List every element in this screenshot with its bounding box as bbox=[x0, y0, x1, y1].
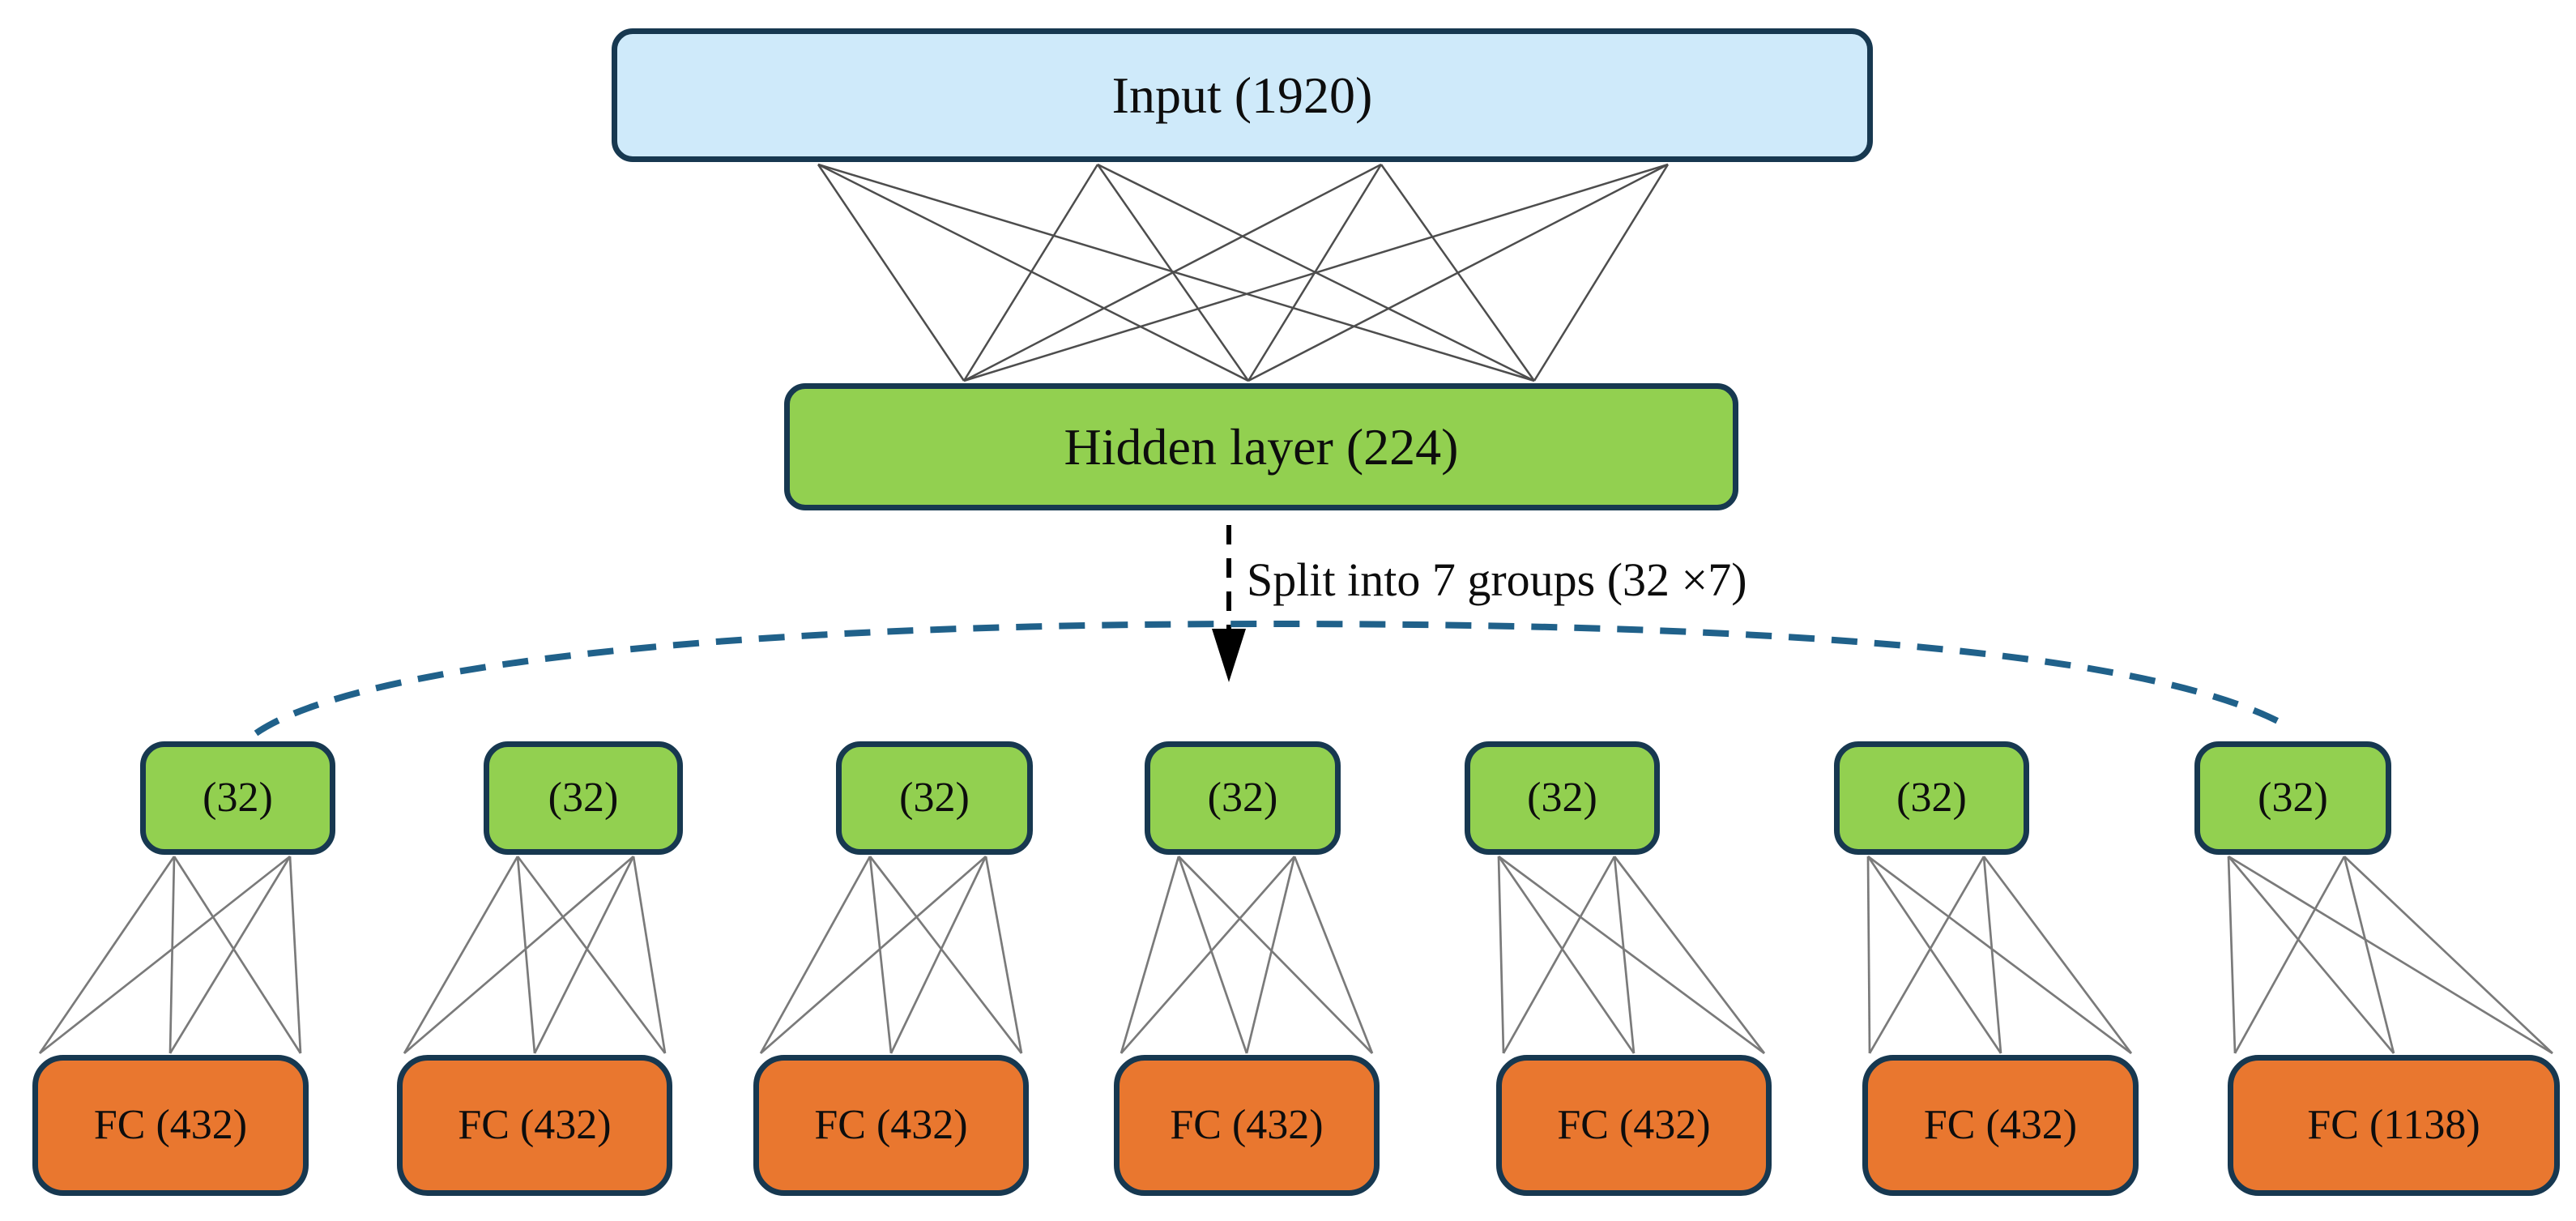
connector-line bbox=[1178, 856, 1373, 1054]
connector-line bbox=[2227, 856, 2237, 1054]
group-5-units-label: (32) bbox=[1527, 775, 1597, 821]
group-5-units-box: (32) bbox=[1465, 741, 1660, 855]
group-1-fc-label: FC (432) bbox=[93, 1102, 248, 1148]
group-4-fc-box: FC (432) bbox=[1114, 1055, 1380, 1196]
connector-line bbox=[2343, 856, 2395, 1054]
connector-line bbox=[516, 856, 536, 1054]
connector-line bbox=[817, 164, 966, 382]
connector-line bbox=[1982, 856, 2002, 1054]
group-connections bbox=[38, 855, 2553, 1055]
input-layer-label: Input (1920) bbox=[1111, 66, 1373, 124]
group-3-units-label: (32) bbox=[899, 775, 970, 821]
connector-line bbox=[2233, 856, 2346, 1054]
group-7-fc-box: FC (1138) bbox=[2228, 1055, 2560, 1196]
group-3-fc-box: FC (432) bbox=[753, 1055, 1029, 1196]
connector-line bbox=[1247, 163, 1669, 382]
connector-line bbox=[817, 163, 1249, 382]
input-hidden-connections bbox=[817, 163, 1670, 382]
group-4-fc-label: FC (432) bbox=[1170, 1102, 1324, 1148]
connector-line bbox=[759, 856, 872, 1054]
connector-line bbox=[1613, 856, 1636, 1054]
connector-line bbox=[2344, 856, 2553, 1054]
connector-line bbox=[168, 856, 176, 1054]
connector-line bbox=[1866, 856, 2002, 1054]
connector-line bbox=[288, 856, 302, 1054]
connector-line bbox=[1497, 856, 1505, 1054]
connector-line bbox=[2228, 855, 2553, 1055]
connector-line bbox=[173, 856, 302, 1054]
connector-line bbox=[39, 855, 291, 1055]
connector-line bbox=[984, 856, 1023, 1054]
hidden-layer-label: Hidden layer (224) bbox=[1064, 417, 1459, 476]
group-2-units-label: (32) bbox=[548, 775, 619, 821]
connector-line bbox=[403, 856, 519, 1054]
connector-line bbox=[1177, 856, 1248, 1054]
connector-line bbox=[760, 855, 987, 1055]
group-7-units-box: (32) bbox=[2194, 741, 2391, 855]
connector-line bbox=[1533, 164, 1670, 382]
group-2-fc-label: FC (432) bbox=[458, 1102, 612, 1148]
connector-line bbox=[632, 856, 667, 1054]
group-2-fc-box: FC (432) bbox=[397, 1055, 672, 1196]
group-7-units-label: (32) bbox=[2258, 775, 2328, 821]
connector-line bbox=[1120, 856, 1180, 1054]
connector-line bbox=[962, 164, 1099, 382]
group-1-units-label: (32) bbox=[203, 775, 273, 821]
connector-line bbox=[1245, 856, 1296, 1054]
split-arrow bbox=[1212, 525, 1246, 682]
connector-line bbox=[1866, 856, 1871, 1054]
connector-line bbox=[1498, 855, 1765, 1055]
connector-line bbox=[817, 163, 1535, 382]
connector-line bbox=[1120, 856, 1296, 1054]
connector-line bbox=[38, 856, 176, 1054]
connector-line bbox=[1613, 856, 1766, 1054]
group-6-fc-box: FC (432) bbox=[1862, 1055, 2139, 1196]
input-layer-box: Input (1920) bbox=[612, 28, 1873, 162]
group-3-fc-label: FC (432) bbox=[814, 1102, 968, 1148]
hidden-layer-box: Hidden layer (224) bbox=[784, 383, 1738, 510]
split-annotation: Split into 7 groups (32 ×7) bbox=[1247, 553, 1747, 606]
connector-line bbox=[1293, 856, 1374, 1054]
connector-line bbox=[168, 856, 292, 1054]
connector-line bbox=[1502, 856, 1616, 1054]
group-6-fc-label: FC (432) bbox=[1923, 1102, 2078, 1148]
connector-line bbox=[963, 163, 1382, 382]
group-3-units-box: (32) bbox=[836, 741, 1033, 855]
connector-line bbox=[889, 856, 987, 1054]
distribution-arc bbox=[254, 620, 2290, 736]
connector-line bbox=[403, 855, 634, 1055]
connector-line bbox=[868, 856, 893, 1054]
group-5-fc-box: FC (432) bbox=[1496, 1055, 1772, 1196]
group-1-units-box: (32) bbox=[140, 741, 335, 855]
connector-line bbox=[516, 856, 667, 1054]
connector-line bbox=[1982, 856, 2133, 1054]
split-arrow-head bbox=[1212, 629, 1246, 682]
connector-line bbox=[1867, 855, 2132, 1055]
connector-line bbox=[1497, 856, 1636, 1054]
group-2-units-box: (32) bbox=[484, 741, 683, 855]
group-5-fc-label: FC (432) bbox=[1557, 1102, 1711, 1148]
connector-line bbox=[868, 856, 1023, 1054]
group-6-units-box: (32) bbox=[1834, 741, 2029, 855]
connector-line bbox=[1868, 856, 1985, 1054]
connector-line bbox=[2227, 856, 2395, 1054]
group-4-units-label: (32) bbox=[1207, 775, 1278, 821]
connector-line bbox=[533, 856, 635, 1054]
group-6-units-label: (32) bbox=[1896, 775, 1967, 821]
group-4-units-box: (32) bbox=[1145, 741, 1341, 855]
group-1-fc-box: FC (432) bbox=[32, 1055, 309, 1196]
group-7-fc-label: FC (1138) bbox=[2307, 1102, 2480, 1148]
connector-line bbox=[963, 163, 1669, 382]
